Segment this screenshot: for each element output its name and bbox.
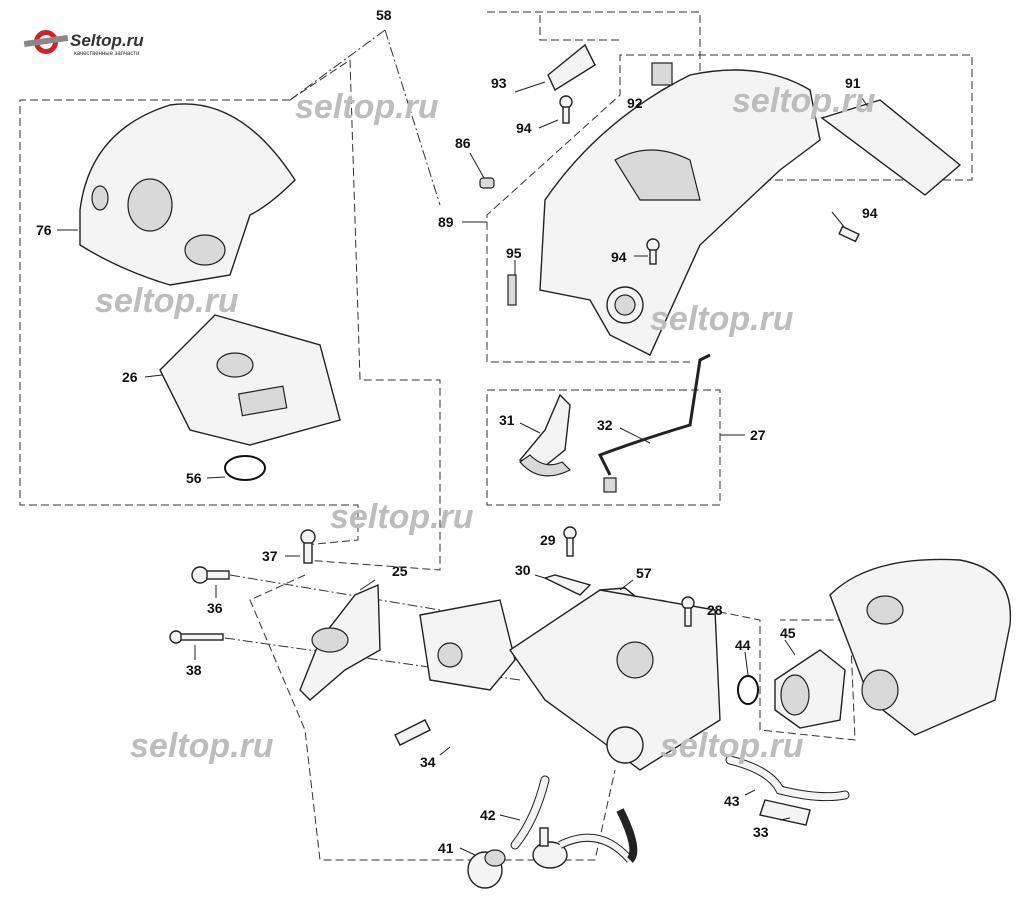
- label-58: 58: [376, 7, 392, 23]
- label-86: 86: [455, 135, 471, 151]
- label-38: 38: [186, 662, 202, 678]
- part-92-plate: [651, 62, 673, 86]
- group-outline-left: [19, 99, 359, 546]
- label-76: 76: [36, 222, 52, 238]
- part-28-screw: [681, 596, 695, 627]
- label-34: 34: [420, 754, 436, 770]
- label-93: 93: [491, 75, 507, 91]
- watermark: seltop.ru: [732, 82, 876, 120]
- label-95: 95: [506, 245, 522, 261]
- label-43: 43: [724, 793, 740, 809]
- group-outline-cover: [539, 15, 620, 41]
- leader-lines: [57, 81, 871, 856]
- label-28: 28: [707, 602, 723, 618]
- label-89: 89: [438, 214, 454, 230]
- part-31-throttle-trigger: [518, 393, 572, 477]
- label-26: 26: [122, 369, 138, 385]
- label-42: 42: [480, 807, 496, 823]
- label-57: 57: [636, 565, 652, 581]
- part-93-bracket: [547, 43, 596, 92]
- seltop-logo: Seltop.ru качественные запчасти: [23, 30, 144, 57]
- watermark: seltop.ru: [650, 300, 794, 338]
- label-45: 45: [780, 625, 796, 641]
- label-33: 33: [753, 824, 769, 840]
- part-42-fuel-line-fill: [511, 776, 549, 849]
- label-25: 25: [392, 563, 408, 579]
- part-32-throttle-rod: [597, 353, 711, 476]
- label-27: 27: [750, 427, 766, 443]
- part-43-hose-fill: [726, 756, 849, 801]
- fuel-filter-assembly: [532, 808, 638, 869]
- label-29: 29: [540, 532, 556, 548]
- logo-name: Seltop.ru: [70, 31, 144, 50]
- watermark: seltop.ru: [130, 727, 274, 765]
- label-44: 44: [735, 637, 751, 653]
- part-76-top-cover: [79, 103, 296, 286]
- label-31: 31: [499, 412, 515, 428]
- part-34-rod: [394, 719, 431, 746]
- group-outline-right: [659, 599, 856, 741]
- part-91-shield: [820, 99, 962, 196]
- label-30: 30: [515, 562, 531, 578]
- centerline-58a: [289, 29, 386, 101]
- part-89-housing: [539, 69, 821, 356]
- carburetor: [419, 599, 516, 691]
- part-33-hose-piece: [759, 799, 811, 826]
- group-outline-lower: [249, 574, 616, 861]
- group-outline-27: [486, 389, 721, 506]
- carburetor-box: [509, 589, 721, 771]
- watermark: seltop.ru: [295, 88, 439, 126]
- part-56-o-ring: [224, 455, 266, 481]
- label-91: 91: [845, 75, 861, 91]
- logo-tagline: качественные запчасти: [74, 51, 139, 57]
- label-92: 92: [627, 95, 643, 111]
- centerline-36: [229, 574, 441, 611]
- label-36: 36: [207, 600, 223, 616]
- part-26-air-filter: [159, 314, 341, 446]
- part-94-screw-b: [646, 238, 660, 265]
- label-94-a: 94: [516, 120, 532, 136]
- part-36-screw: [191, 566, 230, 584]
- part-45-intake-manifold: [774, 649, 846, 729]
- watermark: seltop.ru: [330, 498, 474, 536]
- part-38-bolt: [169, 630, 224, 644]
- part-94-screw-c: [838, 225, 860, 243]
- label-94-b: 94: [611, 249, 627, 265]
- part-32-rod-end: [603, 477, 617, 493]
- label-32: 32: [597, 417, 613, 433]
- cylinder: [829, 558, 1012, 736]
- label-94-c: 94: [862, 205, 878, 221]
- watermark: seltop.ru: [95, 282, 239, 320]
- part-95-label: [507, 274, 517, 306]
- part-25-flange: [299, 583, 381, 701]
- part-44-ring: [737, 675, 759, 705]
- part-86-plug: [479, 177, 495, 189]
- label-37: 37: [262, 548, 278, 564]
- part-30-clip: [543, 574, 592, 596]
- part-37-screw: [300, 529, 316, 564]
- label-41: 41: [438, 840, 454, 856]
- part-94-screw-a: [559, 95, 573, 124]
- centerline-58b: [384, 29, 441, 206]
- part-41-primer-bulb: [467, 849, 506, 889]
- part-labels: 58 93 92 91 94 86 89 95 94 94 76 26 56 3…: [36, 7, 878, 856]
- part-29-screw: [563, 526, 577, 557]
- label-56: 56: [186, 470, 202, 486]
- group-outline-left-upper: [289, 59, 441, 571]
- watermark: seltop.ru: [660, 727, 804, 765]
